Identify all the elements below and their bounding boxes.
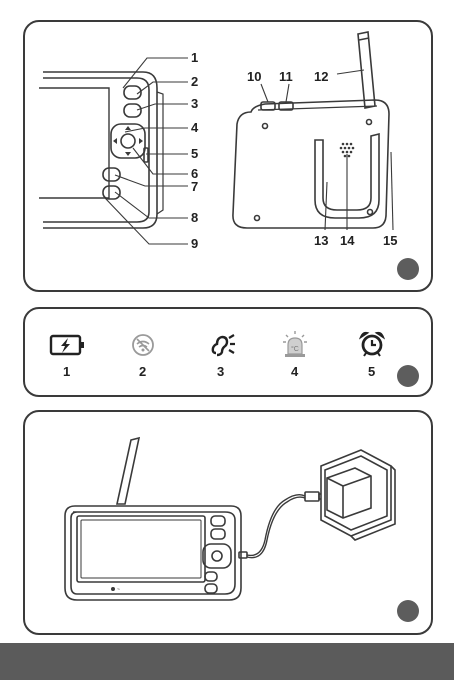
callout-10: 10: [247, 70, 261, 83]
corner-dot: [397, 365, 419, 387]
alarm-clock-icon: [359, 330, 385, 358]
temperature-alarm-icon: °C: [282, 330, 308, 358]
icon-label-1: 1: [63, 365, 70, 378]
battery-charging-icon: [49, 333, 87, 357]
callout-9: 9: [191, 237, 198, 250]
icon-label-2: 2: [139, 365, 146, 378]
callout-13: 13: [314, 234, 328, 247]
icon-label-4: 4: [291, 365, 298, 378]
status-icons-panel: °C 1 2 3 4 5: [23, 307, 433, 397]
monitor-parts-illustration: [25, 22, 435, 294]
icon-label-5: 5: [368, 365, 375, 378]
callout-2: 2: [191, 75, 198, 88]
callout-7: 7: [191, 180, 198, 193]
icon-label-3: 3: [217, 365, 224, 378]
callout-5: 5: [191, 147, 198, 160]
callout-14: 14: [340, 234, 354, 247]
svg-text:~: ~: [117, 587, 120, 593]
svg-text:°C: °C: [291, 345, 299, 353]
callout-1: 1: [191, 51, 198, 64]
sound-level-icon: [208, 331, 236, 359]
callout-3: 3: [191, 97, 198, 110]
leader-lines-front: [105, 58, 188, 244]
callout-11: 11: [279, 70, 293, 83]
footer-bar: [0, 643, 454, 680]
corner-dot: [397, 600, 419, 622]
callout-15: 15: [383, 234, 397, 247]
monitor-charging-illustration: ~: [25, 412, 435, 637]
callout-4: 4: [191, 121, 198, 134]
monitor-back-view: [233, 32, 389, 228]
corner-dot: [397, 258, 419, 280]
callout-8: 8: [191, 211, 198, 224]
monitor-front-view: [39, 72, 163, 228]
parts-diagram-panel: 1 2 3 4 5 6 7 8 9 10 11 12 13 14 15: [23, 20, 433, 292]
callout-12: 12: [314, 70, 328, 83]
charging-illustration-panel: ~: [23, 410, 433, 635]
no-signal-icon: [131, 333, 155, 357]
